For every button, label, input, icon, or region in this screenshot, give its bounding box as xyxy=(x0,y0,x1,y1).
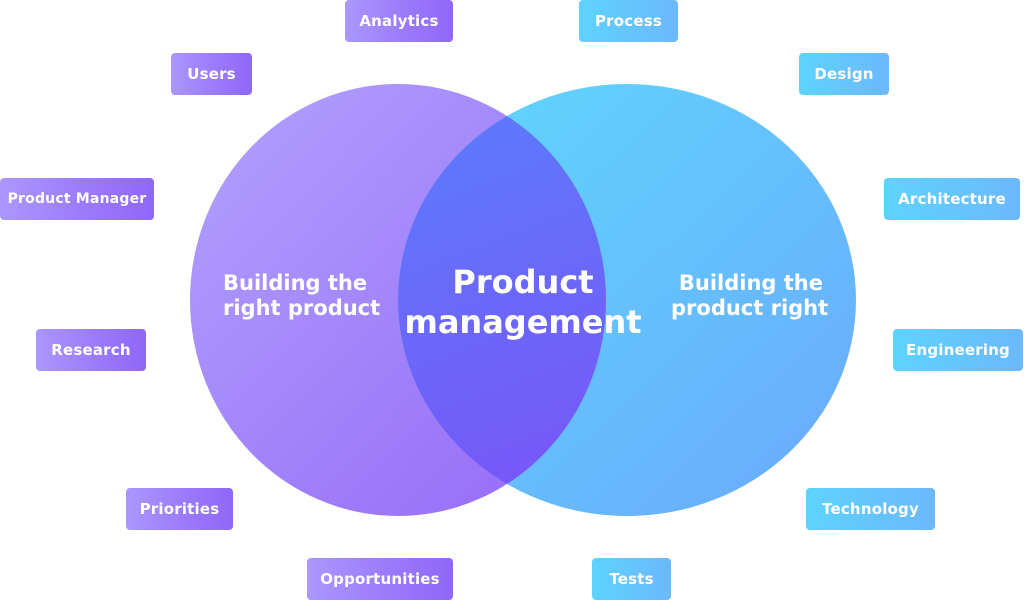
tag-research: Research xyxy=(36,329,146,371)
tag-product-manager: Product Manager xyxy=(0,178,154,220)
tag-users: Users xyxy=(171,53,252,95)
right-circle-label-line-1: Building the xyxy=(678,271,823,295)
left-circle-label-line-1: Building the xyxy=(223,271,368,295)
tag-design: Design xyxy=(799,53,889,95)
tag-opportunities: Opportunities xyxy=(307,558,453,600)
tag-tests: Tests xyxy=(592,558,671,600)
tag-architecture: Architecture xyxy=(884,178,1020,220)
tag-priorities: Priorities xyxy=(126,488,233,530)
tag-process: Process xyxy=(579,0,678,42)
right-circle-label-line-2: product right xyxy=(671,296,829,321)
overlap-region xyxy=(398,84,606,516)
tag-analytics: Analytics xyxy=(345,0,453,42)
center-label-line-1: Product xyxy=(452,263,594,301)
right-circle-label: Building the product right xyxy=(671,271,829,321)
tag-engineering: Engineering xyxy=(893,329,1023,371)
center-label-line-2: management xyxy=(404,303,642,341)
center-label: Product management xyxy=(404,262,642,342)
left-circle-label: Building the right product xyxy=(223,271,380,321)
tag-technology: Technology xyxy=(806,488,935,530)
left-circle-label-line-2: right product xyxy=(223,296,381,321)
